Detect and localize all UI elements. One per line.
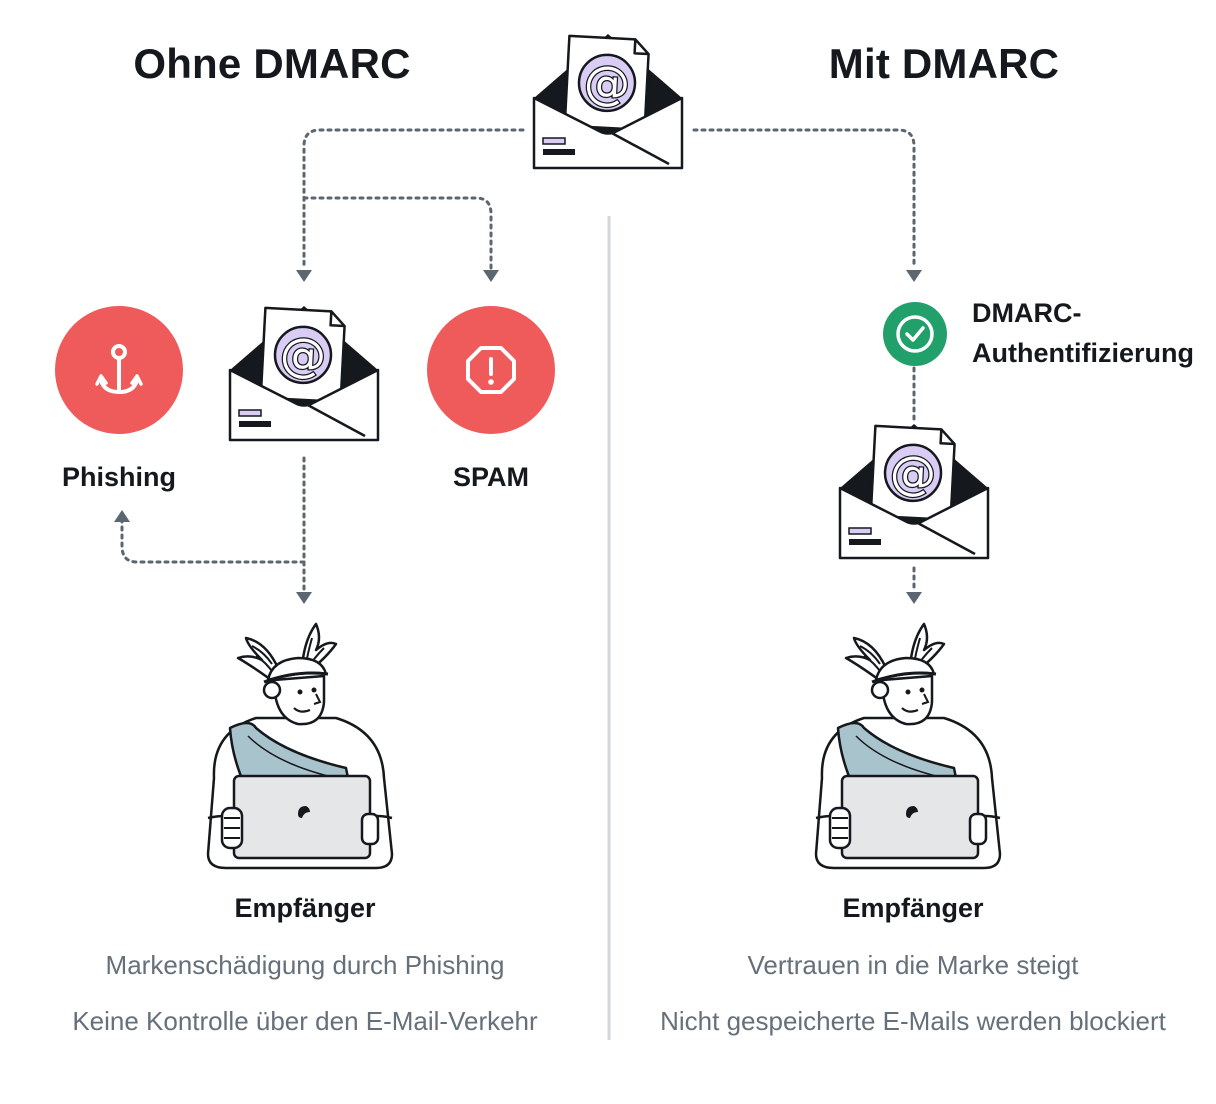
connector-to-spam <box>302 196 493 270</box>
left-description-line1: Markenschädigung durch Phishing <box>105 950 505 980</box>
right-heading: Mit DMARC <box>828 40 1060 87</box>
spam-label: SPAM <box>452 462 530 492</box>
arrow-down-icon <box>906 270 922 282</box>
recipient-label-left: Empfänger <box>234 893 376 923</box>
connector-to-center-envelope <box>302 128 525 270</box>
right-description-line2: Nicht gespeicherte E-Mails werden blocki… <box>660 1006 1166 1036</box>
fishing-hook-icon <box>55 306 183 434</box>
arrow-down-icon <box>906 592 922 604</box>
arrow-up-icon <box>114 510 130 522</box>
left-description-line2: Keine Kontrolle über den E-Mail-Verkehr <box>72 1006 538 1036</box>
email-envelope-icon-right <box>838 422 990 560</box>
connector-lines <box>120 128 916 594</box>
check-circle-icon <box>883 302 947 366</box>
hermes-recipient-right <box>814 622 1002 870</box>
hermes-recipient-left <box>206 622 394 870</box>
arrow-down-icon <box>296 270 312 282</box>
arrow-down-icon <box>483 270 499 282</box>
email-envelope-icon-top <box>532 32 684 170</box>
warning-octagon-icon <box>427 306 555 434</box>
connector-to-phishing <box>120 516 306 564</box>
connector-to-auth <box>692 128 916 270</box>
right-description-line1: Vertrauen in die Marke steigt <box>747 950 1079 980</box>
recipient-label-right: Empfänger <box>842 893 984 923</box>
email-envelope-icon-left <box>228 304 380 442</box>
arrow-down-icon <box>296 592 312 604</box>
auth-label-line1: DMARC- <box>972 298 1082 328</box>
auth-label-line2: Authentifizierung <box>972 338 1194 368</box>
left-heading: Ohne DMARC <box>133 40 411 87</box>
arrow-heads <box>114 270 922 604</box>
phishing-label: Phishing <box>62 462 176 492</box>
